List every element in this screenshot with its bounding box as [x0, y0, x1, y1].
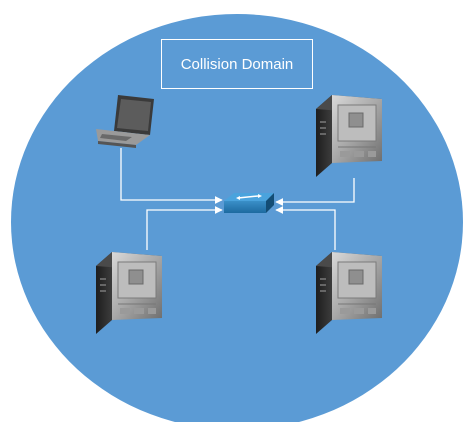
links	[120, 148, 355, 250]
laptop-icon[interactable]	[96, 95, 154, 148]
link-laptop-hub	[120, 148, 223, 204]
link-server-bottom-left-hub	[146, 206, 223, 250]
link-server-bottom-right-hub	[275, 206, 336, 250]
hub-icon[interactable]	[224, 193, 274, 213]
link-server-top-right-hub	[275, 178, 355, 206]
collision-domain-label: Collision Domain	[161, 39, 313, 89]
